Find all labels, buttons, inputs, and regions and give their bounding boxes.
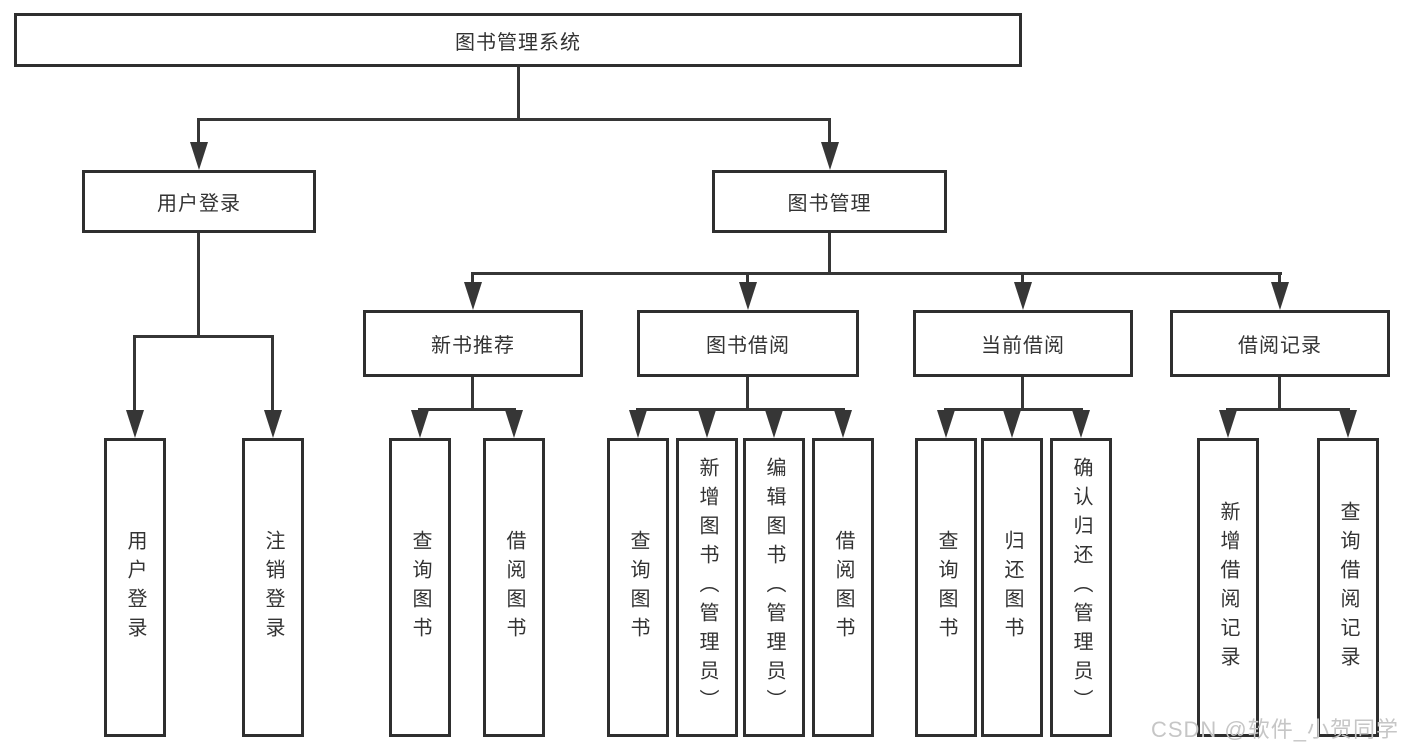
arrow-down-icon <box>264 410 282 438</box>
connector-stem <box>746 272 749 286</box>
leaf-label: 注销登录 <box>262 529 284 646</box>
arrow-down-icon <box>698 410 716 438</box>
leaf-box-user-login: 用户登录 <box>104 438 166 737</box>
group-box-current-borrow: 当前借阅 <box>913 310 1133 377</box>
arrow-down-icon <box>1003 410 1021 438</box>
leaf-label: 确认归还（管理员） <box>1070 457 1092 718</box>
arrow-down-icon <box>1339 410 1357 438</box>
connector-split <box>1226 408 1350 411</box>
branch-label: 图书管理 <box>787 193 872 215</box>
leaf-label: 查询图书 <box>409 529 431 646</box>
connector-split <box>944 408 1083 411</box>
group-box-new-book-recommend: 新书推荐 <box>363 310 583 377</box>
connector-stem <box>746 377 749 411</box>
arrow-down-icon <box>1072 410 1090 438</box>
connector-stem <box>271 335 274 412</box>
connector-stem <box>828 233 831 275</box>
branch-box-user-login: 用户登录 <box>82 170 316 233</box>
connector-stem <box>471 272 474 286</box>
arrow-down-icon <box>765 410 783 438</box>
group-label: 当前借阅 <box>981 335 1065 357</box>
connector-stem <box>1021 272 1024 286</box>
leaf-label: 新增借阅记录 <box>1217 500 1239 675</box>
arrow-down-icon <box>411 410 429 438</box>
leaf-box-query-borrow-record: 查询借阅记录 <box>1317 438 1379 737</box>
connector-stem <box>828 118 831 146</box>
leaf-label: 归还图书 <box>1001 529 1023 646</box>
leaf-label: 查询借阅记录 <box>1337 500 1359 675</box>
group-label: 图书借阅 <box>706 335 790 357</box>
branch-box-book-management: 图书管理 <box>712 170 947 233</box>
leaf-box-edit-book-admin: 编辑图书（管理员） <box>743 438 805 737</box>
leaf-label: 借阅图书 <box>503 529 525 646</box>
leaf-box-add-borrow-record: 新增借阅记录 <box>1197 438 1259 737</box>
arrow-down-icon <box>1271 282 1289 310</box>
root-box-library-system: 图书管理系统 <box>14 13 1022 67</box>
leaf-box-borrow-books-1: 借阅图书 <box>483 438 545 737</box>
group-box-book-borrow: 图书借阅 <box>637 310 859 377</box>
arrow-down-icon <box>505 410 523 438</box>
arrow-down-icon <box>937 410 955 438</box>
connector-split <box>636 408 845 411</box>
csdn-watermark: CSDN @软件_小贺同学 <box>1150 717 1399 742</box>
leaf-box-add-book-admin: 新增图书（管理员） <box>676 438 738 737</box>
connector-level2-split <box>197 118 831 121</box>
leaf-box-query-books-2: 查询图书 <box>607 438 669 737</box>
connector-stem <box>1021 377 1024 411</box>
connector-stem <box>1278 272 1281 286</box>
arrow-down-icon <box>821 142 839 170</box>
leaf-label: 新增图书（管理员） <box>696 457 718 718</box>
arrow-down-icon <box>629 410 647 438</box>
leaf-label: 借阅图书 <box>832 529 854 646</box>
leaf-box-query-books-3: 查询图书 <box>915 438 977 737</box>
leaf-box-logout: 注销登录 <box>242 438 304 737</box>
arrow-down-icon <box>190 142 208 170</box>
connector-stem <box>197 233 200 338</box>
arrow-down-icon <box>1014 282 1032 310</box>
arrow-down-icon <box>126 410 144 438</box>
leaf-box-borrow-books-2: 借阅图书 <box>812 438 874 737</box>
leaf-box-confirm-return-admin: 确认归还（管理员） <box>1050 438 1112 737</box>
arrow-down-icon <box>739 282 757 310</box>
group-label: 新书推荐 <box>431 335 515 357</box>
branch-label: 用户登录 <box>157 193 241 215</box>
leaf-box-return-book: 归还图书 <box>981 438 1043 737</box>
root-label: 图书管理系统 <box>455 31 581 54</box>
leaf-label: 查询图书 <box>627 529 649 646</box>
leaf-label: 用户登录 <box>124 529 146 646</box>
leaf-label: 查询图书 <box>935 529 957 646</box>
connector-stem <box>471 377 474 411</box>
group-box-borrow-records: 借阅记录 <box>1170 310 1390 377</box>
connector-level3-split <box>471 272 1282 275</box>
leaf-label: 编辑图书（管理员） <box>763 457 785 718</box>
connector-stem <box>133 335 136 412</box>
arrow-down-icon <box>834 410 852 438</box>
arrow-down-icon <box>1219 410 1237 438</box>
arrow-down-icon <box>464 282 482 310</box>
connector-split <box>133 335 274 338</box>
connector-split <box>418 408 516 411</box>
leaf-box-query-books-1: 查询图书 <box>389 438 451 737</box>
connector-stem <box>197 118 200 146</box>
connector-root-trunk <box>517 67 520 121</box>
connector-stem <box>1278 377 1281 411</box>
group-label: 借阅记录 <box>1238 335 1322 357</box>
